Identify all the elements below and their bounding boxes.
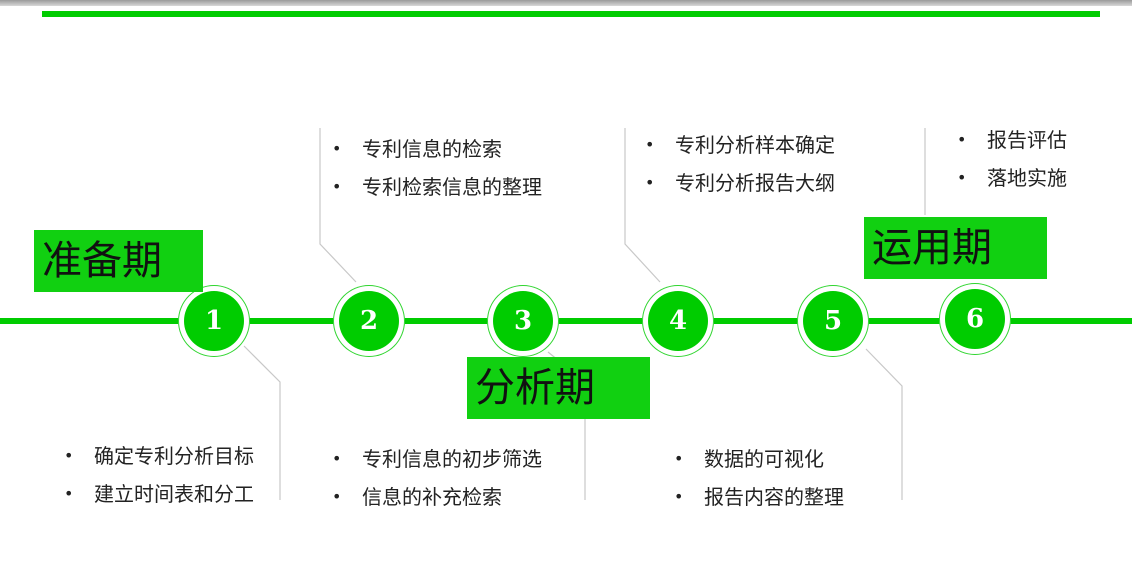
stage-3-bullets: 专利信息的初步筛选 信息的补充检索: [332, 440, 542, 516]
bullet-item: 信息的补充检索: [332, 478, 542, 516]
bullet-item: 报告评估: [957, 121, 1067, 159]
bullet-item: 建立时间表和分工: [64, 475, 254, 513]
step-number-4: 4: [648, 291, 708, 351]
bullet-item: 报告内容的整理: [674, 478, 844, 516]
bullet-item: 落地实施: [957, 159, 1067, 197]
stage-6-bullets: 报告评估 落地实施: [957, 121, 1067, 197]
phase-label-prep: 准备期: [34, 230, 203, 292]
step-number-1: 1: [184, 291, 244, 351]
step-node-2: 2: [333, 285, 405, 357]
step-node-3: 3: [487, 285, 559, 357]
stage-5-bullets: 数据的可视化 报告内容的整理: [674, 440, 844, 516]
stage-4-bullets: 专利分析样本确定 专利分析报告大纲: [645, 126, 835, 202]
step-number-3: 3: [493, 291, 553, 351]
step-node-5: 5: [797, 285, 869, 357]
stage-1-bullets: 确定专利分析目标 建立时间表和分工: [64, 437, 254, 513]
bullet-item: 专利信息的初步筛选: [332, 440, 542, 478]
phase-label-analysis: 分析期: [467, 357, 650, 419]
stage-2-bullets: 专利信息的检索 专利检索信息的整理: [332, 130, 542, 206]
step-node-6: 6: [939, 283, 1011, 355]
step-number-5: 5: [803, 291, 863, 351]
top-frame: [0, 0, 1132, 6]
step-node-4: 4: [642, 285, 714, 357]
timeline-line: [0, 318, 1132, 324]
bullet-item: 专利分析样本确定: [645, 126, 835, 164]
bullet-item: 确定专利分析目标: [64, 437, 254, 475]
step-number-6: 6: [945, 289, 1005, 349]
step-node-1: 1: [178, 285, 250, 357]
phase-label-application: 运用期: [864, 217, 1047, 279]
bullet-item: 专利检索信息的整理: [332, 168, 542, 206]
leader-line-5: [865, 348, 903, 500]
bullet-item: 专利分析报告大纲: [645, 164, 835, 202]
step-number-2: 2: [339, 291, 399, 351]
top-rule: [42, 11, 1100, 17]
bullet-item: 专利信息的检索: [332, 130, 542, 168]
bullet-item: 数据的可视化: [674, 440, 844, 478]
